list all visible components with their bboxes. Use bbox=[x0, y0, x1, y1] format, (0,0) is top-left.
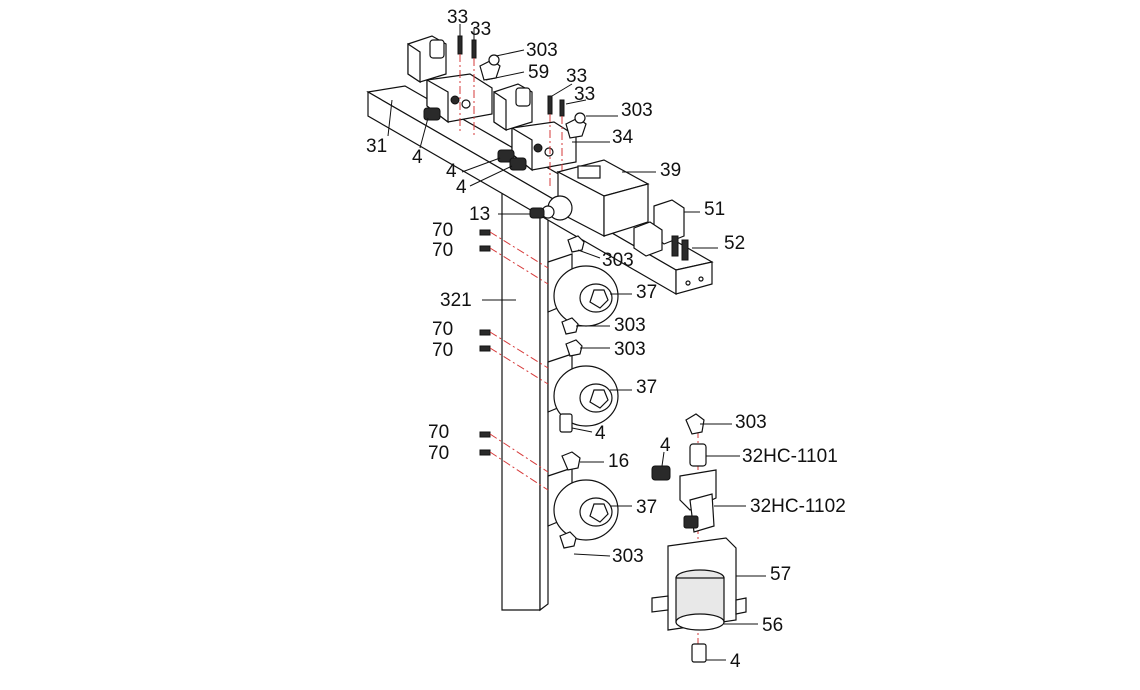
enclosure-box bbox=[529, 159, 650, 237]
screws-70 bbox=[479, 229, 549, 491]
callout-32hc-1102: 32HC-1102 bbox=[750, 496, 846, 517]
callout-70-d: 70 bbox=[432, 340, 453, 361]
callout-labels: 33 33 303 59 33 33 303 34 31 4 4 4 39 13… bbox=[366, 7, 846, 672]
callout-37-b: 37 bbox=[636, 377, 657, 398]
callout-37-c: 37 bbox=[636, 497, 657, 518]
callout-4-c: 4 bbox=[456, 177, 467, 198]
callout-57: 57 bbox=[770, 564, 791, 585]
callout-303-b: 303 bbox=[621, 100, 653, 121]
callout-70-f: 70 bbox=[428, 443, 449, 464]
callout-39: 39 bbox=[660, 160, 681, 181]
callout-4-d: 4 bbox=[595, 423, 606, 444]
callout-33-c: 33 bbox=[566, 66, 587, 87]
callout-33-b: 33 bbox=[470, 19, 491, 40]
callout-52: 52 bbox=[724, 233, 745, 254]
callout-4-f: 4 bbox=[730, 651, 741, 672]
callout-13: 13 bbox=[469, 204, 490, 225]
callout-303-d: 303 bbox=[614, 315, 646, 336]
callout-303-e: 303 bbox=[614, 339, 646, 360]
callout-70-e: 70 bbox=[428, 422, 449, 443]
callout-70-a: 70 bbox=[432, 220, 453, 241]
callout-70-c: 70 bbox=[432, 319, 453, 340]
callout-51: 51 bbox=[704, 199, 725, 220]
filter-assembly bbox=[651, 413, 747, 663]
valve-block-right bbox=[493, 83, 577, 172]
callout-303-g: 303 bbox=[612, 546, 644, 567]
callout-31: 31 bbox=[366, 136, 387, 157]
elbow-fittings-top bbox=[479, 54, 587, 139]
callout-303-a: 303 bbox=[526, 40, 558, 61]
callout-32hc-1101: 32HC-1101 bbox=[742, 446, 838, 467]
callout-303-c: 303 bbox=[602, 250, 634, 271]
callout-33-a: 33 bbox=[447, 7, 468, 28]
vertical-post bbox=[501, 162, 549, 612]
callout-321: 321 bbox=[440, 290, 472, 311]
pump-upper bbox=[547, 235, 619, 335]
callout-4-e: 4 bbox=[660, 435, 671, 456]
callout-70-b: 70 bbox=[432, 240, 453, 261]
callout-59: 59 bbox=[528, 62, 549, 83]
callout-56: 56 bbox=[762, 615, 783, 636]
terminal-blocks bbox=[633, 199, 689, 261]
callout-4-a: 4 bbox=[412, 147, 423, 168]
callout-303-f: 303 bbox=[735, 412, 767, 433]
pump-middle bbox=[547, 339, 619, 433]
pump-lower bbox=[547, 451, 619, 549]
callout-16: 16 bbox=[608, 451, 629, 472]
side-fittings bbox=[423, 107, 527, 171]
callout-37-a: 37 bbox=[636, 282, 657, 303]
callout-4-b: 4 bbox=[446, 161, 457, 182]
callout-34: 34 bbox=[612, 127, 634, 148]
leader-lines bbox=[387, 24, 766, 661]
screws-33 bbox=[457, 35, 565, 186]
callout-33-d: 33 bbox=[574, 84, 595, 105]
